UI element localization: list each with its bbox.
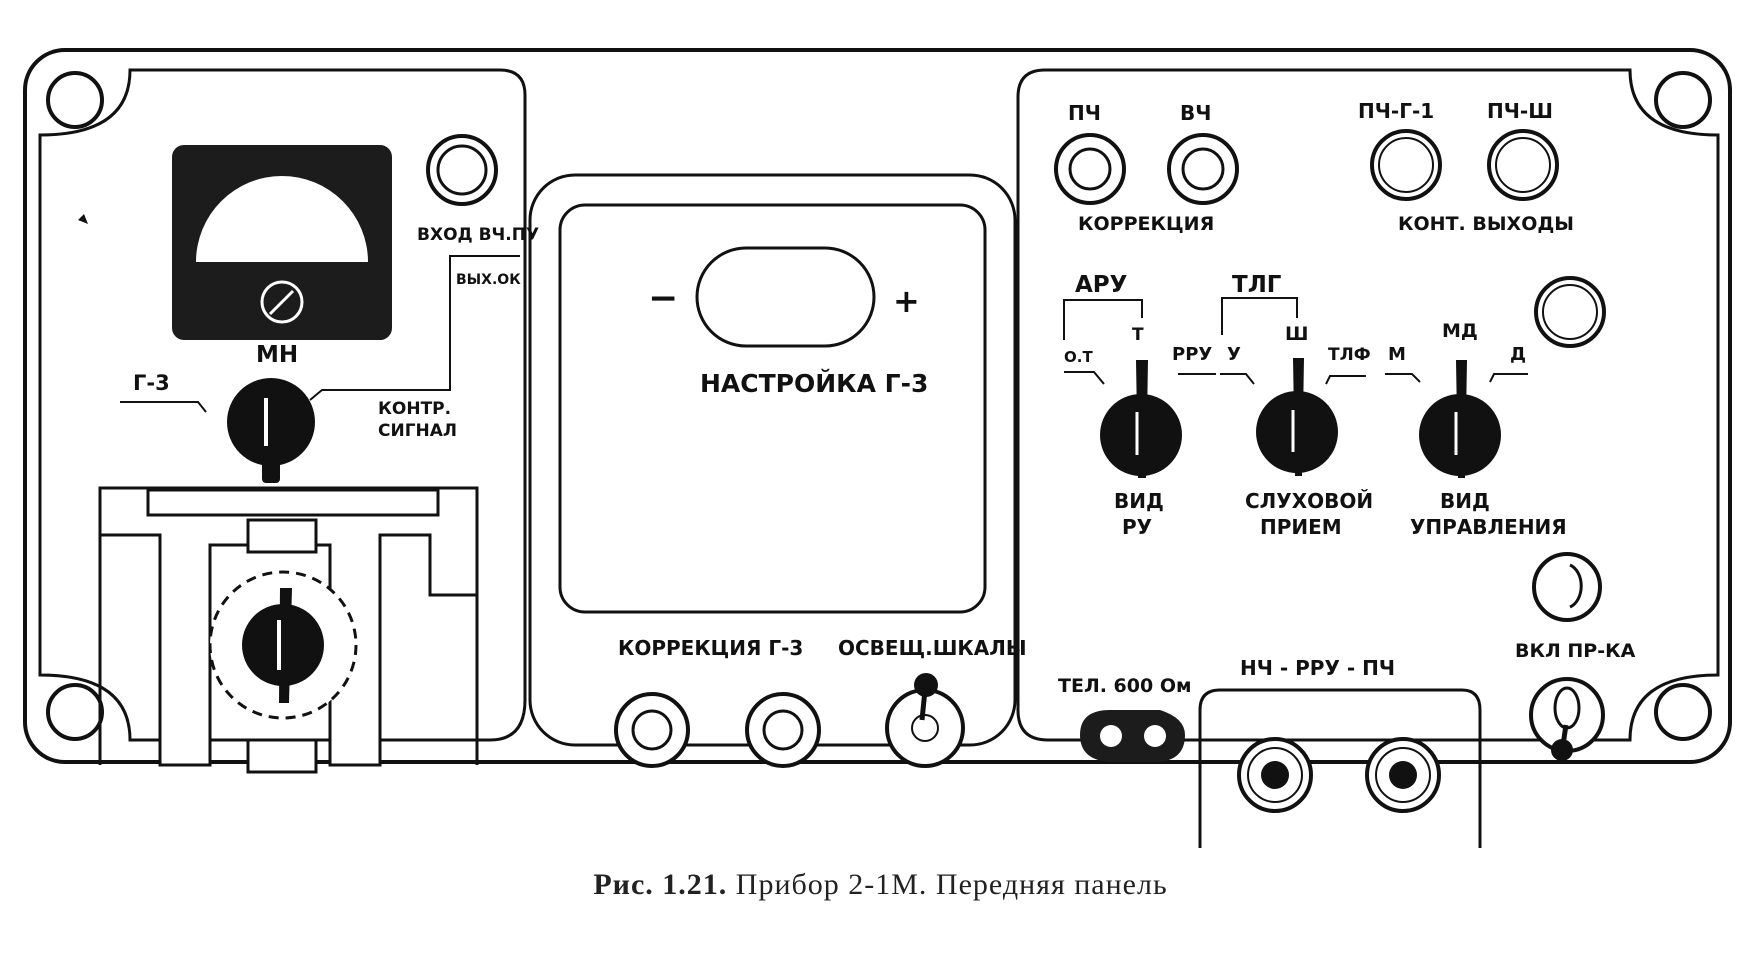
phone-label: ТЕЛ. 600 Ом: [1058, 675, 1192, 697]
tuning-scale-window: [558, 203, 987, 614]
knob2-right-arrow: [1325, 375, 1366, 385]
knob2-caption-line1: СЛУХОВОЙ: [1245, 489, 1373, 513]
knob1-pos-right: РРУ: [1172, 344, 1212, 365]
nch-jack-1-core: [1261, 761, 1289, 789]
knob2-caption: СЛУХОВОЙ ПРИЕМ: [1245, 489, 1380, 539]
phone-socket-hole-1[interactable]: [1100, 725, 1122, 747]
bracket-window-top: [246, 518, 318, 554]
jack-pch-sh-inner: [1495, 137, 1551, 193]
knob1-caption-line2: РУ: [1122, 515, 1152, 539]
power-toggle-tip: [1551, 739, 1573, 761]
knob1-left-arrow: [1064, 371, 1105, 385]
knob2-pos-left: У: [1227, 344, 1241, 365]
mark-arrow: [78, 214, 88, 224]
output-label: ВЫХ.ОК: [456, 272, 521, 288]
corner-screw-br: [1654, 683, 1712, 741]
knob3-left-arrow: [1385, 373, 1421, 383]
control-outputs-label: КОНТ. ВЫХОДЫ: [1398, 213, 1574, 235]
correction-g3-label: КОРРЕКЦИЯ Г-3: [618, 636, 803, 660]
corner-screw-bl: [46, 683, 104, 741]
input-label: ВХОД ВЧ.ПУ: [417, 225, 539, 245]
knob3-caption-line2: УПРАВЛЕНИЯ: [1410, 515, 1567, 539]
knob-hearing-pointer: [1293, 358, 1304, 476]
jack-pch-g1-label: ПЧ-Г-1: [1358, 99, 1434, 123]
switch-left-label: Г-3: [133, 371, 170, 395]
scale-light-label: ОСВЕЩ.ШКАЛЫ: [838, 636, 1027, 660]
nch-jack-2-core: [1389, 761, 1417, 789]
knob2-pos-right: ТЛФ: [1328, 345, 1371, 365]
jack-pch-sh-label: ПЧ-Ш: [1487, 99, 1553, 123]
knob3-caption-line1: ВИД: [1440, 489, 1490, 513]
signal-selector-pointer: [266, 380, 277, 465]
jack-pch-label: ПЧ: [1068, 101, 1101, 125]
aru-bracket: [1063, 299, 1143, 340]
switch-right-label: КОНТР. СИГНАЛ: [378, 399, 457, 441]
knob-control-pointer: [1456, 360, 1467, 478]
power-label: ВКЛ ПР-КА: [1515, 640, 1636, 662]
correction-label: КОРРЕКЦИЯ: [1078, 213, 1214, 235]
figure-title: Прибор 2-1М. Передняя панель: [735, 868, 1168, 901]
bracket-window-bottom: [246, 738, 318, 774]
nch-label: НЧ - РРУ - ПЧ: [1240, 656, 1395, 680]
input-jack-inner: [436, 144, 488, 196]
knob-vid-ru-pointer: [1136, 360, 1148, 478]
figure-caption: Рис. 1.21. Прибор 2-1М. Передняя панель: [0, 868, 1761, 902]
phone-socket-hole-2[interactable]: [1144, 725, 1166, 747]
knob3-pos-left: М: [1388, 344, 1406, 365]
knob2-pos-top: Ш: [1285, 323, 1308, 345]
right-panel-outline: [1016, 68, 1720, 742]
out-leader-line: [309, 255, 520, 401]
tlg-label: ТЛГ: [1232, 272, 1282, 298]
nch-bay-outline: [1198, 688, 1482, 848]
jack-pch-inner: [1068, 147, 1112, 191]
aru-label: АРУ: [1075, 272, 1128, 298]
tlg-bracket: [1221, 297, 1298, 335]
switch-right-label-line2: СИГНАЛ: [378, 421, 457, 441]
range-selector-pointer: [279, 588, 292, 703]
knob1-caption-line1: ВИД: [1114, 489, 1164, 513]
knob3-caption: ВИД УПРАВЛЕНИЯ: [1410, 489, 1567, 539]
switch-right-label-line1: КОНТР.: [378, 399, 451, 419]
knob3-pos-right: Д: [1510, 344, 1526, 365]
tuning-label: НАСТРОЙКА Г-3: [700, 369, 928, 398]
meter-label: МН: [256, 342, 298, 368]
jack-vch-label: ВЧ: [1180, 101, 1211, 125]
knob3-right-arrow: [1489, 373, 1528, 383]
meter-adjust-slot: [268, 289, 295, 316]
correction-g3-jack-1-inner: [631, 709, 673, 751]
scale-light-toggle-tip: [914, 673, 938, 697]
corner-screw-tr: [1654, 71, 1712, 129]
knob1-caption: ВИД РУ: [1114, 489, 1171, 539]
corner-screw-tl: [46, 71, 104, 129]
phone-socket-plate: [1080, 710, 1185, 762]
right-upper-jack-inner: [1542, 284, 1598, 340]
correction-g3-jack-2-inner: [762, 709, 804, 751]
bracket-housing: [98, 486, 479, 767]
bracket-top-slot: [146, 488, 440, 517]
tuning-dial-window: [695, 246, 876, 348]
minus-label: −: [648, 278, 678, 319]
knob3-pos-top: МД: [1442, 320, 1478, 342]
meter-scale: [196, 176, 368, 262]
plus-label: +: [893, 282, 920, 320]
power-lamp: [1532, 552, 1602, 622]
knob2-left-arrow: [1220, 373, 1255, 385]
knob1-pos-top: Т: [1132, 325, 1144, 345]
scale-light-toggle-inner: [911, 714, 939, 742]
left-panel-outline: [38, 68, 527, 742]
jack-pch-g1-inner: [1378, 137, 1434, 193]
power-lamp-arc: [1569, 563, 1583, 609]
knob2-caption-line2: ПРИЕМ: [1260, 515, 1342, 539]
power-toggle-bat: [1553, 686, 1581, 730]
g3-leader-line: [120, 401, 207, 413]
figure-number: Рис. 1.21.: [593, 868, 728, 901]
jack-vch-inner: [1181, 147, 1225, 191]
knob1-pos-left: О.Т: [1064, 348, 1093, 366]
